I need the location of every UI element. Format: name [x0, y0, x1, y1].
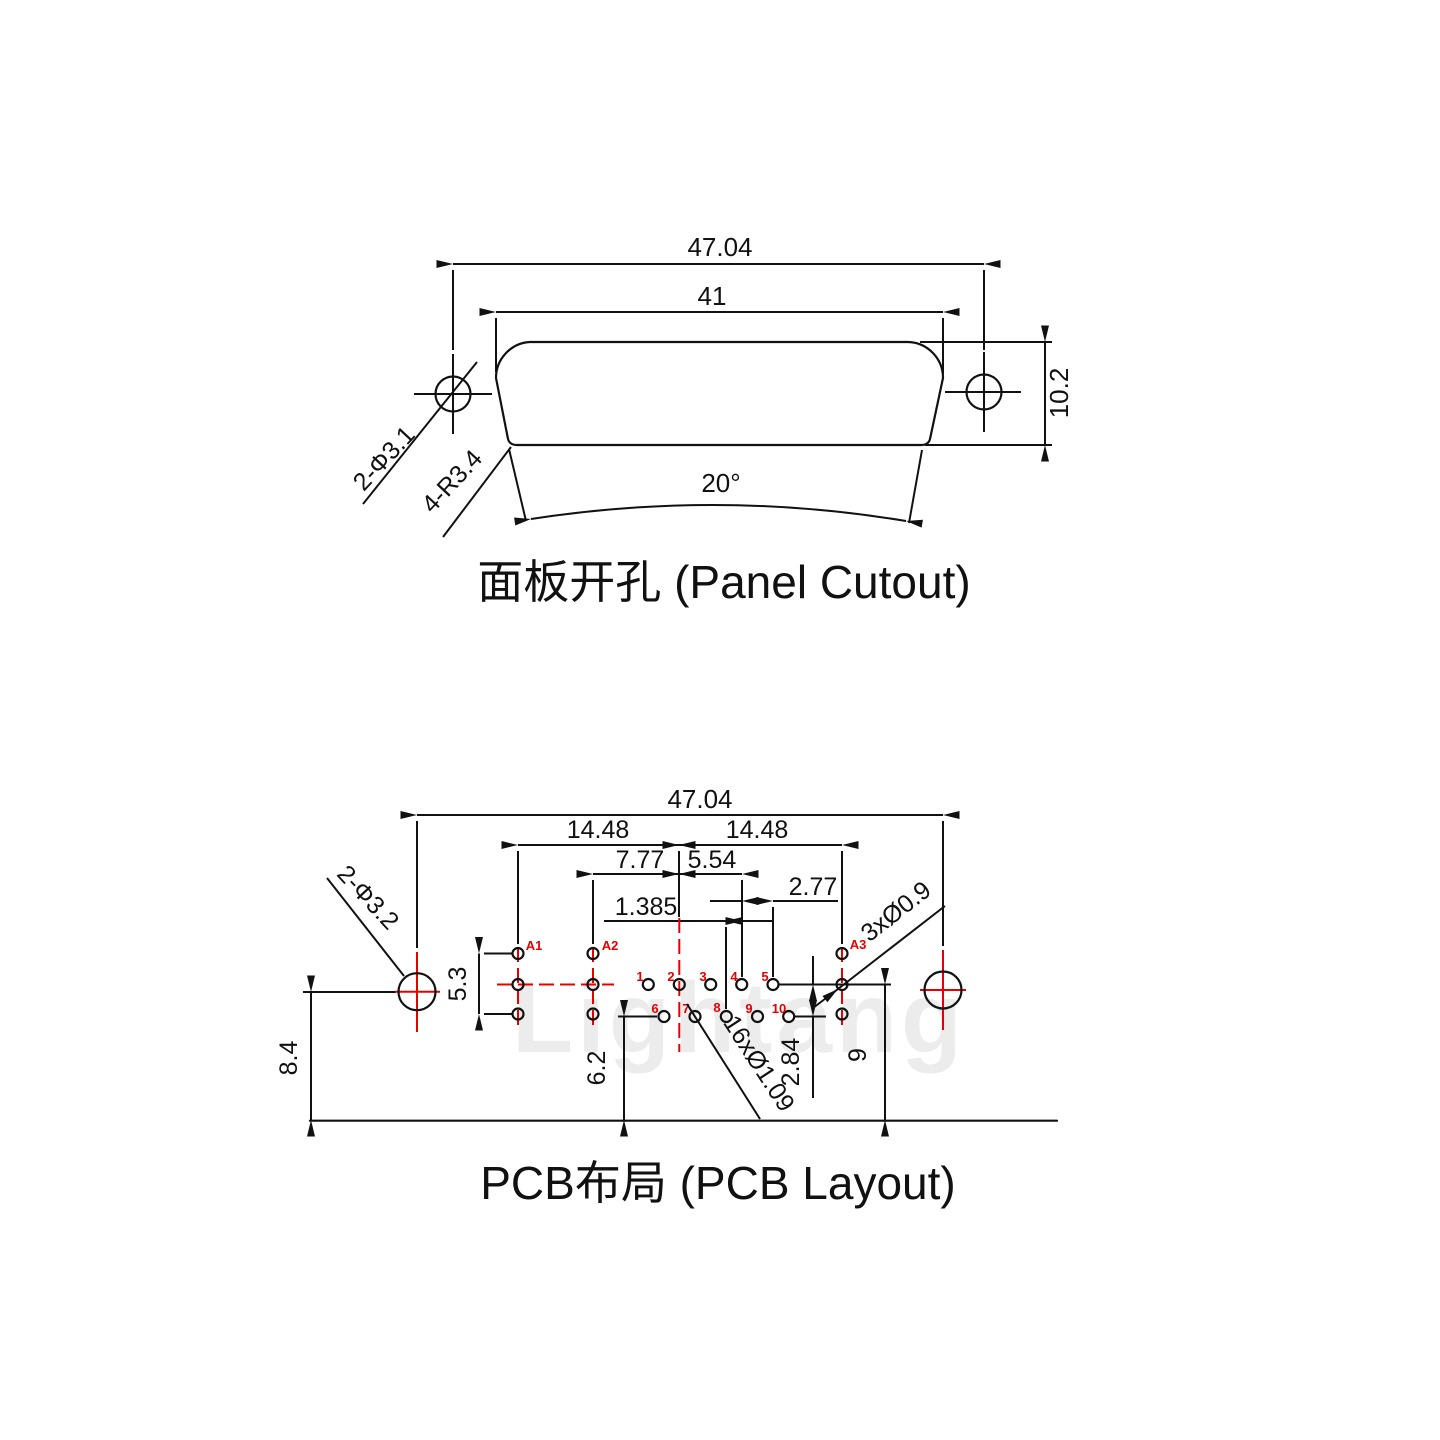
panel-hole-label: 2-Φ3.1 [348, 421, 421, 496]
pcb-centerlines [395, 918, 966, 1052]
pcb-dim-overall: 47.04 [400, 784, 960, 948]
panel-cutout-drawing: 47.04 41 10.2 [348, 232, 1074, 608]
pcb-signal-holes [641, 977, 796, 1024]
pin-label-6: 6 [651, 1001, 658, 1016]
pcb-hole-callout: 2-Φ3.2 [326, 860, 405, 977]
pin-label-1: 1 [636, 969, 643, 984]
pcb-dim-hole-height-text: 8.4 [275, 1041, 303, 1076]
panel-mounting-hole-left [414, 354, 492, 434]
panel-dim-overall: 47.04 [436, 232, 1001, 350]
pin-label-8: 8 [713, 1000, 720, 1015]
pcb-dim-overall-text: 47.04 [667, 784, 732, 814]
pcb-pin-labels: A1 A2 A3 1 2 3 4 5 6 7 8 9 10 [526, 937, 867, 1016]
pin-label-3: 3 [699, 969, 706, 984]
pcb-dim-half-pitch: 1.385 [604, 893, 772, 1009]
pin-label-4: 4 [730, 969, 738, 984]
panel-radius-label: 4-R3.4 [416, 444, 488, 518]
pin-label-7: 7 [682, 1001, 689, 1016]
pcb-dim-pitch-text: 2.77 [789, 873, 838, 901]
pin-label-5: 5 [761, 969, 768, 984]
pin-label-2: 2 [667, 969, 674, 984]
pcb-dim-hole-height: 8.4 [275, 975, 396, 1137]
panel-dim-height-text: 10.2 [1044, 368, 1074, 419]
panel-dim-height: 10.2 [920, 325, 1074, 462]
panel-section-title: 面板开孔 (Panel Cutout) [477, 556, 970, 608]
panel-angle-dim: 20° [508, 448, 923, 528]
pcb-dim-coax-span: 5.3 [444, 937, 512, 1031]
pcb-dim-half-pitch-text: 1.385 [615, 893, 678, 921]
pcb-dim-row-gap-text: 2.84 [777, 1038, 805, 1087]
pcb-dim-pin4-text: 5.54 [688, 846, 737, 874]
panel-dim-overall-text: 47.04 [687, 232, 752, 262]
pcb-dim-row-gap: 2.84 [777, 956, 826, 1098]
panel-angle-text: 20° [701, 468, 740, 498]
pcb-dim-row1-height-text: 9 [844, 1048, 872, 1062]
pcb-dim-pin4: 5.54 [662, 846, 759, 977]
pin-label-10: 10 [772, 1001, 786, 1016]
pcb-dim-a2-text: 7.77 [616, 846, 665, 874]
panel-cutout-outline [494, 340, 945, 447]
pcb-dim-row2-height: 6.2 [583, 1000, 657, 1137]
pcb-dim-row1-height: 9 [779, 968, 891, 1137]
panel-mounting-hole-right [945, 352, 1021, 432]
panel-radius-callout: 4-R3.4 [416, 444, 512, 538]
pcb-section-title: PCB布局 (PCB Layout) [480, 1157, 955, 1209]
pcb-dim-half-left-text: 14.48 [567, 816, 630, 844]
pin-label-a3: A3 [850, 937, 867, 952]
pcb-dim-pitch: 2.77 [710, 873, 838, 977]
pcb-dim-half-right-text: 14.48 [726, 816, 789, 844]
pcb-coax-label: 3xØ0.9 [856, 876, 937, 948]
pcb-dim-row2-height-text: 6.2 [583, 1051, 611, 1086]
panel-dim-cutout-width: 41 [479, 281, 960, 374]
pcb-dim-half-right: 14.48 [662, 816, 859, 944]
pcb-dim-coax-span-text: 5.3 [444, 967, 472, 1002]
pin-label-9: 9 [745, 1001, 752, 1016]
pcb-coax-holes [511, 946, 849, 1021]
pcb-mounting-hole-left [397, 972, 437, 1012]
pin-label-a2: A2 [602, 938, 619, 953]
pcb-mounting-hole-right [923, 970, 963, 1010]
pcb-dim-half-left: 14.48 [501, 816, 696, 944]
pin-label-a1: A1 [526, 938, 543, 953]
panel-dim-cutout-width-text: 41 [698, 281, 727, 311]
